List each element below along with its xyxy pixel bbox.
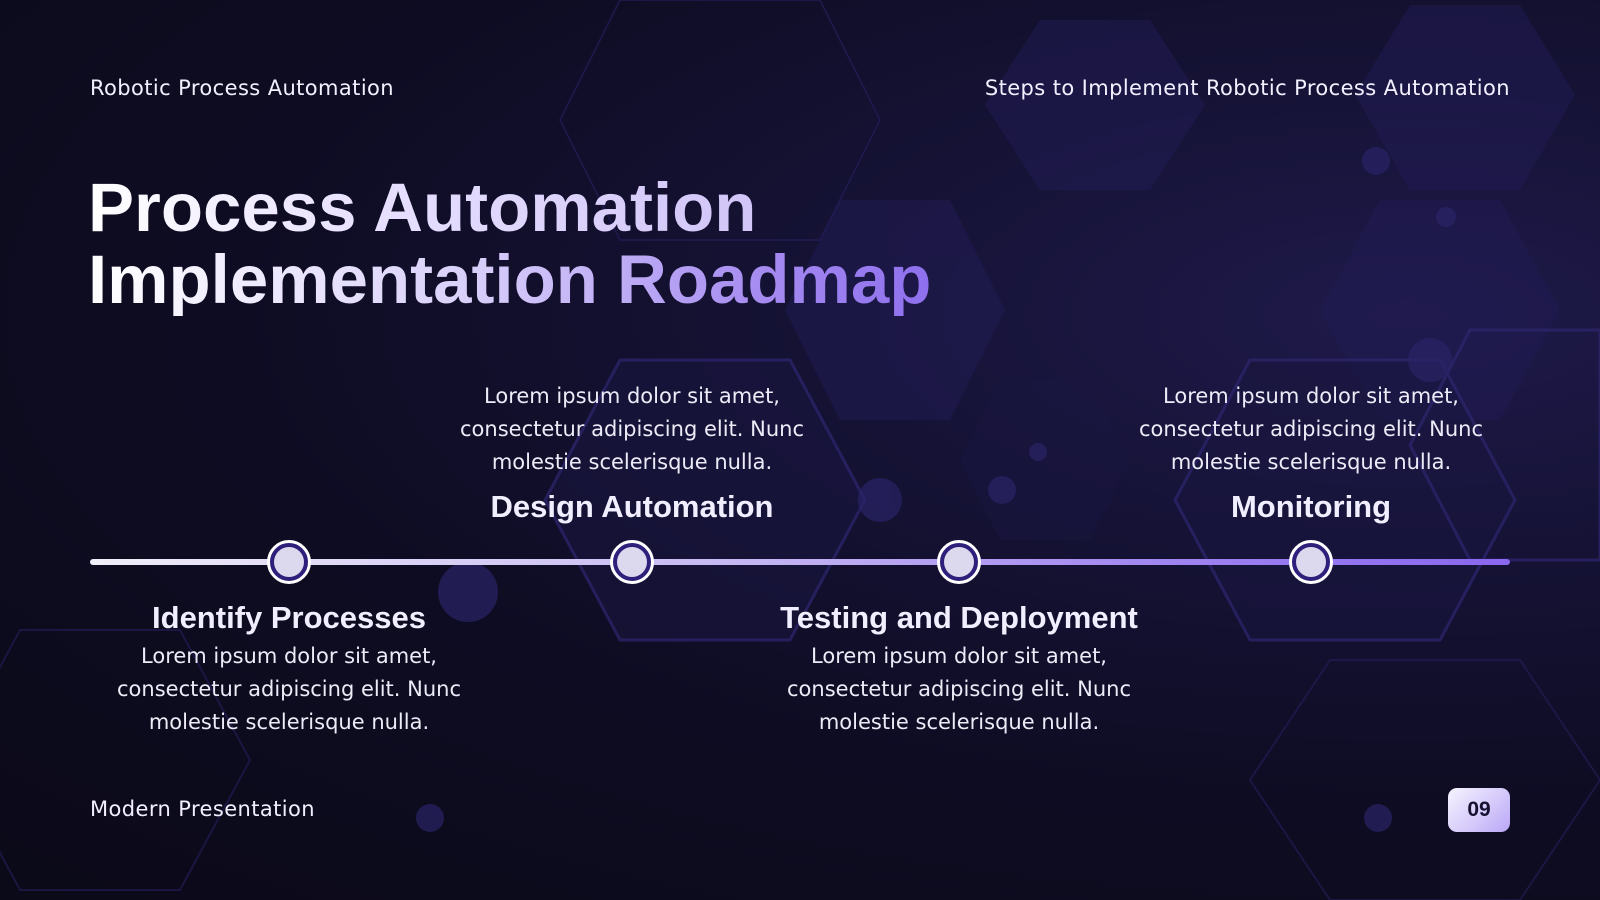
step-title: Design Automation — [490, 489, 774, 524]
header-section-title: Robotic Process Automation — [90, 76, 395, 100]
step-description: Lorem ipsum dolor sit amet, consectetur … — [460, 384, 804, 474]
step-testing-and-deployment: Testing and Deployment Lorem ipsum dolor… — [759, 600, 1159, 739]
timeline-line — [90, 559, 1510, 565]
header-slide-subtitle: Steps to Implement Robotic Process Autom… — [984, 76, 1510, 100]
step-description: Lorem ipsum dolor sit amet, consectetur … — [787, 644, 1131, 734]
timeline-node-dot — [274, 547, 304, 577]
step-monitoring: Lorem ipsum dolor sit amet, consectetur … — [1111, 380, 1511, 525]
timeline-node-dot — [944, 547, 974, 577]
slide-title-line-1: Process Automation — [88, 172, 931, 244]
step-design-automation: Lorem ipsum dolor sit amet, consectetur … — [432, 380, 832, 525]
page-number-badge: 09 — [1448, 788, 1510, 832]
timeline-node-dot — [1296, 547, 1326, 577]
footer-label: Modern Presentation — [90, 797, 315, 821]
timeline-node-1 — [267, 540, 311, 584]
step-description: Lorem ipsum dolor sit amet, consectetur … — [1139, 384, 1483, 474]
slide-title: Process Automation Implementation Roadma… — [88, 172, 931, 316]
step-description: Lorem ipsum dolor sit amet, consectetur … — [117, 644, 461, 734]
step-title: Monitoring — [1230, 489, 1392, 524]
timeline-node-dot — [617, 547, 647, 577]
step-title: Testing and Deployment — [780, 600, 1138, 635]
slide-title-line-2: Implementation Roadmap — [88, 241, 932, 318]
step-identify-processes: Identify Processes Lorem ipsum dolor sit… — [89, 600, 489, 739]
timeline-node-2 — [610, 540, 654, 584]
timeline-node-3 — [937, 540, 981, 584]
timeline-node-4 — [1289, 540, 1333, 584]
step-title: Identify Processes — [152, 600, 426, 635]
